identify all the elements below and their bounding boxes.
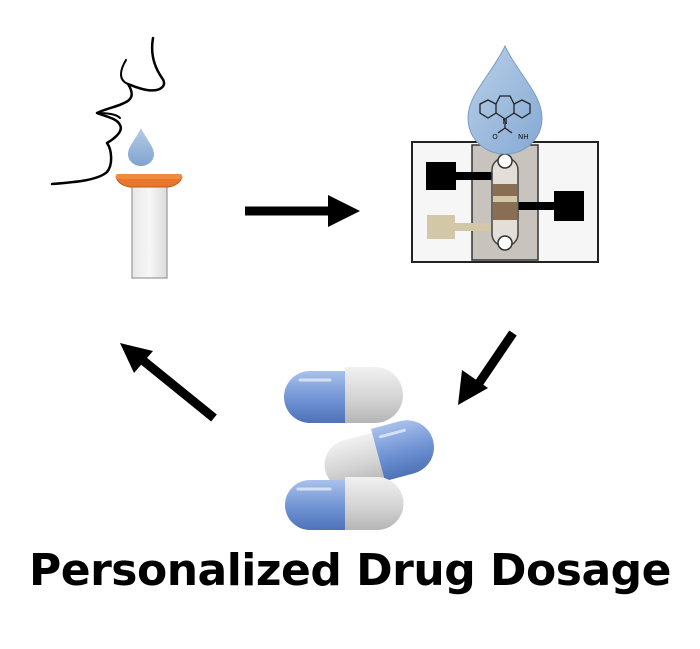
molecule-nitrogen-label: N	[502, 118, 507, 126]
capsules-icon	[284, 367, 434, 530]
microfluidic-sensor-icon	[411, 141, 599, 263]
capsule-middle	[324, 420, 434, 490]
saliva-drop-icon	[128, 128, 154, 166]
arrow-right	[245, 195, 360, 227]
face-profile-icon	[50, 36, 166, 186]
capsule-bottom	[285, 477, 404, 530]
collection-tube-icon	[115, 174, 183, 279]
capsule-top	[284, 367, 403, 423]
arrow-down-left	[458, 330, 517, 405]
molecule-drop-icon: N O NH	[467, 44, 543, 155]
molecule-oxygen-label: O	[492, 133, 498, 141]
arrow-up-left	[120, 343, 217, 422]
diagram-caption: Personalized Drug Dosage	[29, 545, 671, 596]
molecule-amine-label: NH	[518, 133, 529, 141]
